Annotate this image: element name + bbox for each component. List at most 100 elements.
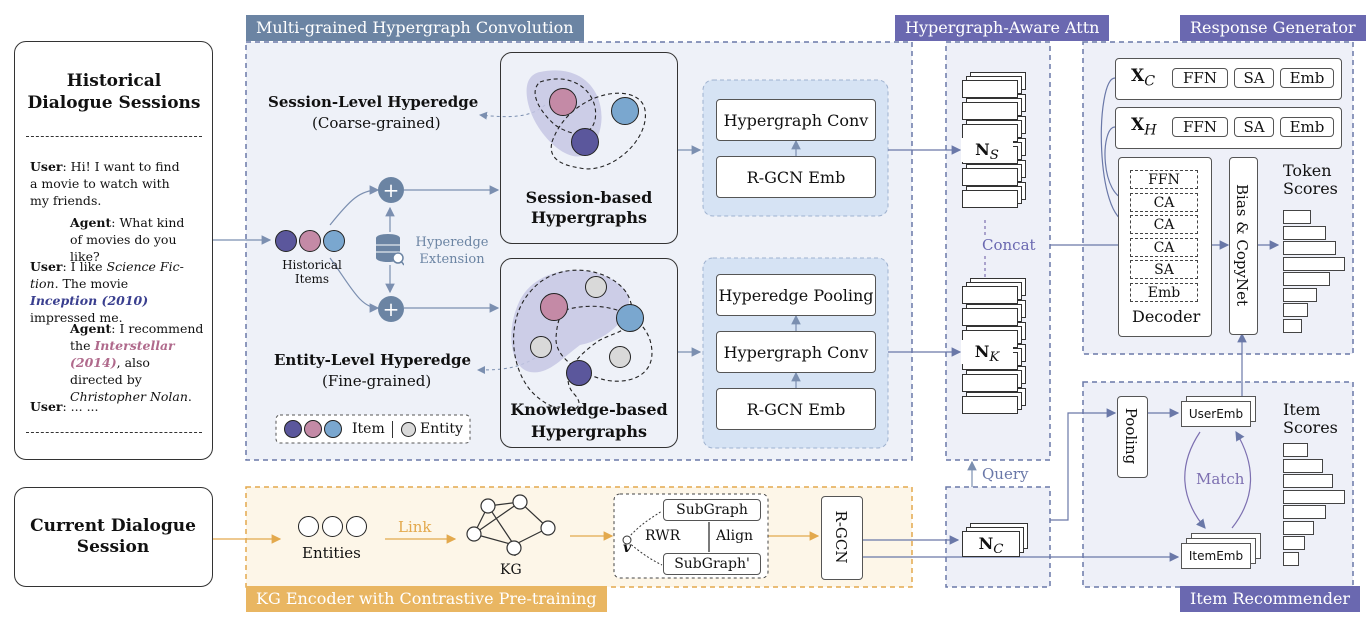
divider-top — [26, 136, 202, 137]
score-bar — [1283, 474, 1333, 488]
token-score-bars — [1283, 210, 1347, 334]
historical-sessions-title: Historical Dialogue Sessions — [27, 71, 201, 113]
score-bar — [1283, 241, 1336, 255]
hypergraph-conv-box-1: Hypergraph Conv — [716, 99, 876, 141]
token-scores-label: Token Scores — [1283, 161, 1338, 198]
nc-label: NC — [962, 531, 1020, 557]
divider-bottom — [26, 432, 202, 433]
score-bar — [1283, 272, 1330, 286]
rwr-label: RWR — [645, 528, 681, 544]
session-node-purple — [571, 128, 599, 156]
historical-items-label: Historical Items — [282, 258, 342, 286]
attn-tab: Hypergraph-Aware Attn — [895, 15, 1110, 41]
nk-label: NK — [961, 340, 1013, 365]
score-bar — [1283, 303, 1308, 317]
xc-label: XC — [1131, 66, 1156, 90]
score-bar — [1283, 256, 1345, 271]
match-label: Match — [1196, 470, 1245, 488]
decoder-layer: SA — [1130, 260, 1198, 279]
kh-node-pink — [540, 293, 568, 321]
entity-hyperedge-label: Entity-Level Hyperedge — [274, 351, 471, 369]
dialogue-user-1: User: Hi! I want to find a movie to watc… — [30, 159, 180, 208]
xc-sa: SA — [1234, 68, 1274, 88]
score-bar — [1283, 287, 1318, 302]
xh-ffn: FFN — [1172, 117, 1228, 137]
decoder-layer: CA — [1130, 215, 1198, 234]
current-session-title: Current Dialogue Session — [30, 516, 196, 557]
node-embedding-cell — [962, 190, 1018, 208]
xc-emb: Emb — [1280, 68, 1334, 88]
current-session-panel — [14, 487, 213, 587]
rgcn-emb-box-2: R-GCN Emb — [716, 388, 876, 430]
kg-label: KG — [500, 562, 522, 578]
knowledge-hypergraph-box — [500, 258, 678, 448]
node-embedding-cell — [962, 286, 1018, 304]
kh-node-purple — [566, 360, 592, 386]
entities-label: Entities — [302, 544, 361, 562]
align-label: Align — [716, 528, 754, 544]
link-label: Link — [398, 518, 432, 536]
score-bar — [1283, 443, 1308, 457]
session-hypergraph-box — [500, 52, 678, 244]
score-bar — [1283, 520, 1314, 535]
recommender-tab: Item Recommender — [1180, 586, 1361, 612]
itememb-box: ItemEmb — [1181, 543, 1251, 569]
xc-ffn: FFN — [1172, 68, 1228, 88]
entity-circle-3 — [346, 516, 367, 537]
v-label: v — [623, 540, 632, 556]
bias-copynet-box — [1229, 157, 1258, 335]
legend-entity-circle — [401, 422, 416, 437]
plus-node-top: + — [378, 177, 404, 203]
legend-item-pink — [304, 420, 322, 438]
plus-node-bottom: + — [378, 296, 404, 322]
session-node-blue — [611, 97, 639, 125]
session-node-pink — [549, 88, 577, 116]
hyperedge-extension-label: Hyperedge Extension — [415, 235, 489, 267]
score-bar — [1283, 489, 1345, 504]
entity-circle-1 — [298, 516, 319, 537]
node-embedding-cell — [962, 168, 1018, 186]
kh-node-grey-2 — [530, 336, 552, 358]
rgcn-box — [821, 496, 863, 580]
subgraph-box: SubGraph — [663, 499, 761, 521]
ns-label: NS — [961, 138, 1013, 163]
decoder-layer: CA — [1130, 237, 1198, 257]
knowledge-hypergraph-label: Knowledge-based Hypergraphs — [510, 400, 668, 441]
useremb-box: UserEmb — [1181, 401, 1251, 427]
pooling-box — [1117, 396, 1148, 478]
session-hyperedge-label: Session-Level Hyperedge — [268, 93, 479, 111]
historical-sessions-panel — [14, 41, 213, 460]
xh-emb: Emb — [1280, 117, 1334, 137]
kh-node-grey-3 — [609, 346, 631, 368]
item-scores-label: Item Scores — [1283, 400, 1338, 437]
xh-sa: SA — [1234, 117, 1274, 137]
decoder-label: Decoder — [1132, 307, 1201, 326]
score-bar — [1283, 505, 1327, 519]
decoder-layer: CA — [1130, 192, 1198, 212]
node-embedding-cell — [962, 308, 1018, 326]
bias-copynet-label: Bias & CopyNet — [1233, 184, 1251, 306]
score-bar — [1283, 536, 1305, 550]
pooling-label: Pooling — [1122, 407, 1140, 465]
node-embedding-cell — [962, 374, 1018, 392]
node-embedding-cell — [962, 396, 1018, 414]
response-tab: Response Generator — [1180, 15, 1366, 41]
query-label: Query — [982, 465, 1029, 483]
kg-tab: KG Encoder with Contrastive Pre-training — [246, 586, 607, 612]
score-bar — [1283, 551, 1299, 566]
item-circle-purple — [275, 230, 297, 252]
hyperedge-pooling-box: Hyperedge Pooling — [716, 274, 876, 316]
node-embedding-cell — [962, 102, 1018, 120]
legend-item-purple — [284, 420, 302, 438]
entity-circle-2 — [322, 516, 343, 537]
rgcn-label: R-GCN — [832, 510, 850, 564]
kh-node-blue — [616, 304, 644, 332]
kg-graph — [466, 494, 556, 557]
score-bar — [1283, 225, 1327, 240]
xh-label: XH — [1131, 115, 1157, 139]
hgc-tab: Multi-grained Hypergraph Convolution — [246, 15, 584, 41]
score-bar — [1283, 210, 1311, 224]
session-grain-label: (Coarse-grained) — [312, 114, 441, 132]
node-embedding-cell — [962, 80, 1018, 98]
score-bar — [1283, 458, 1324, 473]
